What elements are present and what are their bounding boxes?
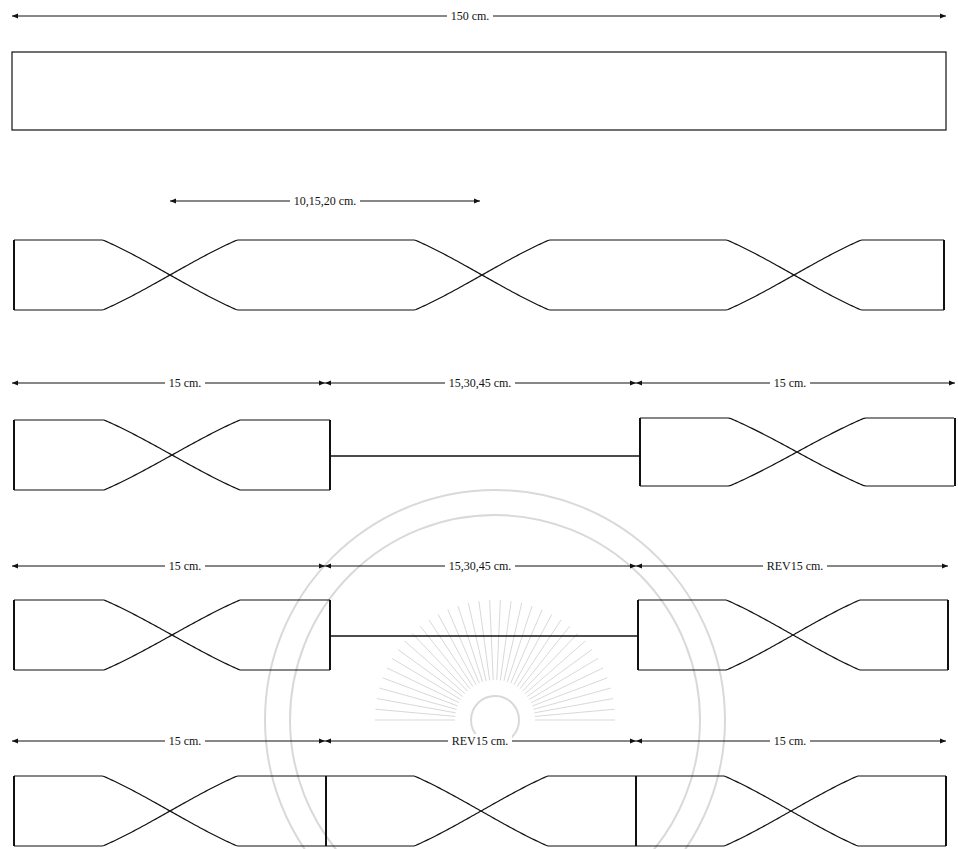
twisted-tape: [636, 776, 946, 846]
dimension-label: 15 cm.: [770, 734, 811, 748]
tape-end: [954, 418, 956, 486]
dimension-label: 15 cm.: [165, 559, 206, 573]
tape-end: [329, 600, 331, 670]
twisted-tape: [326, 776, 636, 846]
tape-end: [13, 240, 15, 310]
twisted-tape: [638, 600, 948, 670]
plain-strip: [12, 52, 946, 130]
twisted-tape: [636, 776, 946, 846]
twisted-tape: [14, 420, 330, 490]
twisted-tape: [640, 418, 954, 486]
tape-end: [13, 776, 15, 846]
tape-end: [635, 776, 637, 846]
dimension-label: 15 cm.: [165, 734, 206, 748]
connecting-rod: [330, 455, 640, 457]
dimension-label: 10,15,20 cm.: [290, 194, 361, 208]
twisted-tape: [638, 600, 948, 670]
twisted-tape: [14, 240, 944, 310]
tape-end: [635, 776, 637, 846]
dimension-label: 150 cm.: [447, 9, 494, 23]
twisted-tape: [14, 420, 330, 490]
dimension-label: 15,30,45 cm.: [445, 559, 516, 573]
twisted-tape: [14, 240, 944, 310]
dimension-label: 15 cm.: [165, 376, 206, 390]
tape-end: [943, 240, 945, 310]
twisted-tape: [14, 600, 330, 670]
tape-end: [945, 776, 947, 846]
dimension-label: REV15 cm.: [448, 734, 513, 748]
twisted-tape: [14, 600, 330, 670]
twisted-tape: [14, 776, 326, 846]
tape-end: [325, 776, 327, 846]
tape-end: [13, 420, 15, 490]
connecting-rod: [330, 635, 638, 637]
tape-end: [637, 600, 639, 670]
dimension-label: REV15 cm.: [763, 559, 828, 573]
twisted-tape: [326, 776, 636, 846]
tape-end: [329, 420, 331, 490]
dimension-label: 15 cm.: [770, 376, 811, 390]
tape-end: [639, 418, 641, 486]
twisted-tape: [14, 776, 326, 846]
dimension-label: 15,30,45 cm.: [445, 376, 516, 390]
tape-end: [325, 776, 327, 846]
twisted-tape: [640, 418, 954, 486]
tape-end: [13, 600, 15, 670]
tape-end: [947, 600, 949, 670]
